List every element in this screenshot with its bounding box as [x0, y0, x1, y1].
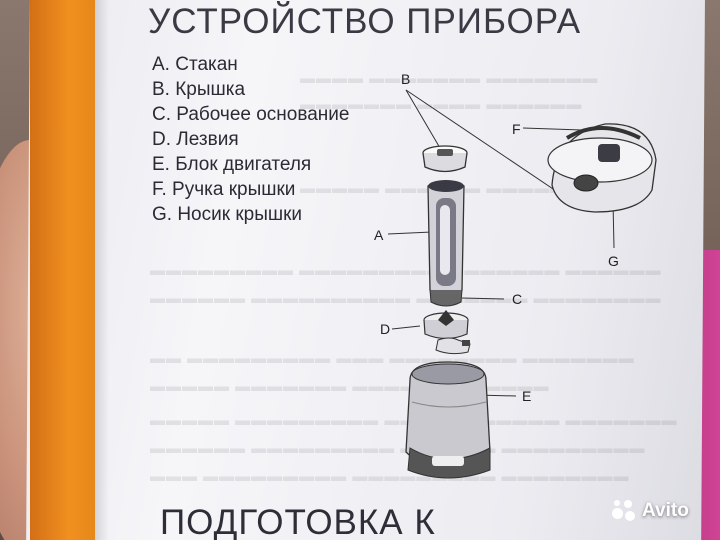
- bleed-through-line: ▬▬▬▬▬▬ ▬▬▬▬▬▬▬▬▬ ▬▬▬▬▬▬ ▬▬▬▬▬▬▬▬▬: [150, 440, 646, 457]
- bleed-through-line: ▬▬▬▬▬▬▬▬▬ ▬▬▬▬▬▬▬▬▬ ▬▬▬▬▬▬▬ ▬▬▬▬▬▬: [150, 262, 662, 279]
- bleed-through-line: ▬▬▬▬▬▬ ▬▬▬▬▬▬▬▬▬▬ ▬▬▬▬▬▬▬ ▬▬▬▬▬▬▬▬: [150, 290, 662, 307]
- leader-line-b: [405, 89, 441, 149]
- parts-list: A. Стакан B. Крышка C. Рабочее основание…: [152, 52, 349, 227]
- leader-line-a: [387, 231, 433, 235]
- orange-stripe: [30, 0, 95, 540]
- label-e: E: [522, 388, 531, 404]
- leader-line-c: [461, 297, 505, 300]
- section-title: УСТРОЙСТВО ПРИБОРА: [148, 2, 582, 41]
- blades: [423, 310, 469, 340]
- working-base: [429, 289, 463, 307]
- leader-line-d: [391, 325, 421, 330]
- list-item: F. Ручка крышки: [152, 179, 296, 200]
- motor-block: [405, 361, 491, 479]
- avito-logo-icon: [612, 500, 638, 522]
- list-item: E. Блок двигателя: [152, 154, 312, 175]
- bleed-through-line: ▬▬▬▬ ▬▬▬▬▬▬▬ ▬▬▬▬▬▬▬: [300, 70, 599, 87]
- large-lid: [547, 123, 657, 213]
- watermark-text: Avito: [642, 500, 689, 522]
- bleed-through-line: ▬▬▬ ▬▬▬▬▬▬▬▬▬ ▬▬▬▬▬▬▬▬▬ ▬▬▬▬▬▬▬▬: [150, 468, 630, 485]
- watermark: Avito: [612, 500, 689, 522]
- next-section-title: ПОДГОТОВКА К: [160, 503, 436, 540]
- label-a: A: [374, 227, 384, 243]
- label-d: D: [380, 321, 390, 337]
- bleed-through-line: ▬▬ ▬▬▬▬▬▬▬▬▬ ▬▬▬ ▬▬▬▬▬▬▬▬ ▬▬▬▬▬▬▬: [150, 350, 635, 367]
- label-c: C: [512, 291, 522, 307]
- label-b: B: [401, 71, 410, 87]
- leader-line-f: [522, 127, 583, 131]
- label-f: F: [512, 121, 521, 137]
- list-item: C. Рабочее основание: [152, 104, 350, 125]
- cup: [427, 180, 465, 297]
- bleed-through-line: ▬▬▬▬▬▬▬ ▬▬▬▬ ▬▬▬▬▬▬: [300, 96, 583, 113]
- list-item: D. Лезвия: [152, 129, 239, 150]
- small-lid: [422, 145, 468, 173]
- cord-connector: [435, 337, 471, 355]
- page-fold-shadow: [95, 0, 109, 540]
- list-item: G. Носик крышки: [152, 204, 303, 225]
- leader-line-b2: [405, 89, 566, 198]
- list-item: A. Стакан: [152, 54, 238, 75]
- label-g: G: [608, 253, 619, 269]
- list-item: B. Крышка: [152, 79, 246, 100]
